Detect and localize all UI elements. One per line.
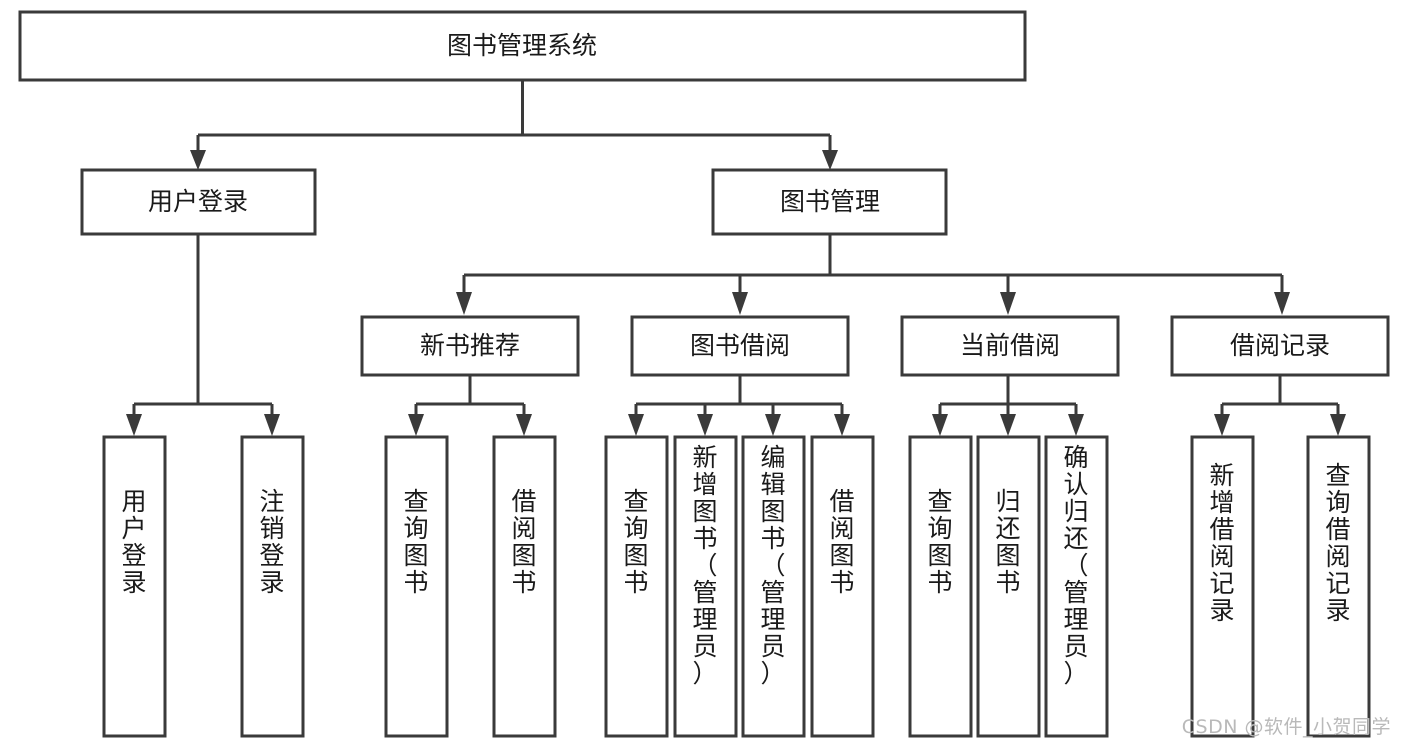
node-borrow-record[interactable]: 借阅记录 [1170, 315, 1390, 377]
leaf-node[interactable]: 确认归还（管理员） [1044, 435, 1109, 738]
leaf-borrow-book-2-box[interactable] [810, 435, 875, 738]
leaf-node[interactable]: 查询图书 [908, 435, 973, 738]
node-root[interactable]: 图书管理系统 [18, 10, 1027, 82]
arrow-to-leaf-confirm-return [1068, 414, 1084, 436]
leaf-borrow-book-2-label: 借阅图书 [829, 487, 854, 597]
arrow-to-leaf-borrow-book-1 [516, 414, 532, 436]
arrow-to-borrow-record [1274, 292, 1290, 315]
arrow-to-leaf-query-record [1330, 414, 1346, 436]
node-book-management[interactable]: 图书管理 [711, 168, 948, 236]
leaf-node[interactable]: 查询图书 [604, 435, 669, 738]
leaf-return-book-label: 归还图书 [995, 487, 1020, 597]
arrow-to-new-book-recommend [456, 292, 472, 315]
arrow-to-leaf-query-book-3 [932, 414, 948, 436]
node-new-book-recommend-box[interactable] [360, 315, 580, 377]
arrow-to-leaf-return-book [1000, 414, 1016, 436]
node-user-login-label: 用户登录 [148, 187, 248, 216]
node-root-box[interactable] [18, 10, 1027, 82]
node-current-borrow[interactable]: 当前借阅 [900, 315, 1120, 377]
leaf-query-book-2-label: 查询图书 [623, 487, 648, 597]
leaf-node[interactable]: 归还图书 [976, 435, 1041, 738]
leaf-node[interactable]: 查询图书 [384, 435, 449, 738]
node-current-borrow-label: 当前借阅 [960, 331, 1060, 360]
node-book-management-label: 图书管理 [780, 187, 880, 216]
leaf-borrow-book-1-box[interactable] [492, 435, 557, 738]
arrow-to-user-login [190, 150, 206, 170]
node-new-book-recommend[interactable]: 新书推荐 [360, 315, 580, 377]
leaf-query-record-box[interactable] [1306, 435, 1371, 738]
arrow-to-leaf-query-book-2 [628, 414, 644, 436]
leaf-borrow-book-1-label: 借阅图书 [511, 487, 536, 597]
arrow-to-book-borrow [732, 292, 748, 315]
leaf-node[interactable]: 编辑图书（管理员） [741, 435, 806, 738]
arrow-to-leaf-query-book-1 [408, 414, 424, 436]
node-book-borrow-label: 图书借阅 [690, 331, 790, 360]
node-book-management-box[interactable] [711, 168, 948, 236]
leaf-node[interactable]: 查询借阅记录 [1306, 435, 1371, 738]
node-borrow-record-label: 借阅记录 [1230, 331, 1330, 360]
leaf-query-book-1-box[interactable] [384, 435, 449, 738]
arrow-to-leaf-add-book [697, 414, 713, 436]
leaf-return-book-box[interactable] [976, 435, 1041, 738]
leaf-edit-book-box[interactable] [741, 435, 806, 738]
arrow-to-leaf-user-login [126, 414, 142, 436]
leaf-user-login-label: 用户登录 [121, 487, 146, 597]
leaf-query-record-label: 查询借阅记录 [1325, 461, 1350, 625]
leaf-user-login-box[interactable] [102, 435, 167, 738]
leaf-query-book-1-label: 查询图书 [403, 487, 428, 597]
leaf-edit-book-label: 编辑图书（管理员） [760, 443, 785, 688]
arrow-to-current-borrow [1000, 292, 1016, 315]
leaf-logout-login-label: 注销登录 [259, 487, 284, 597]
connector-group [126, 80, 1346, 436]
leaf-node[interactable]: 新增借阅记录 [1190, 435, 1255, 738]
arrow-to-leaf-add-record [1214, 414, 1230, 436]
arrow-to-leaf-edit-book [765, 414, 781, 436]
node-new-book-recommend-label: 新书推荐 [420, 331, 520, 360]
arrow-to-leaf-logout-login [264, 414, 280, 436]
leaf-query-book-2-box[interactable] [604, 435, 669, 738]
leaf-confirm-return-label: 确认归还（管理员） [1063, 443, 1088, 688]
leaf-node[interactable]: 借阅图书 [492, 435, 557, 738]
node-current-borrow-box[interactable] [900, 315, 1120, 377]
node-root-label: 图书管理系统 [447, 31, 597, 60]
node-borrow-record-box[interactable] [1170, 315, 1390, 377]
leaf-confirm-return-box[interactable] [1044, 435, 1109, 738]
leaf-query-book-3-label: 查询图书 [927, 487, 952, 597]
leaf-query-book-3-box[interactable] [908, 435, 973, 738]
leaf-node[interactable]: 注销登录 [240, 435, 305, 738]
arrow-to-book-management [822, 150, 838, 170]
leaf-node[interactable]: 用户登录 [102, 435, 167, 738]
node-user-login-box[interactable] [80, 168, 317, 236]
leaf-add-record-label: 新增借阅记录 [1209, 461, 1234, 625]
leaf-add-record-box[interactable] [1190, 435, 1255, 738]
node-user-login[interactable]: 用户登录 [80, 168, 317, 236]
node-book-borrow[interactable]: 图书借阅 [630, 315, 850, 377]
leaf-add-book-box[interactable] [673, 435, 738, 738]
leaf-node[interactable]: 新增图书（管理员） [673, 435, 738, 738]
leaf-add-book-label: 新增图书（管理员） [692, 443, 717, 688]
node-book-borrow-box[interactable] [630, 315, 850, 377]
leaf-logout-login-box[interactable] [240, 435, 305, 738]
arrow-to-leaf-borrow-book-2 [834, 414, 850, 436]
leaf-node[interactable]: 借阅图书 [810, 435, 875, 738]
